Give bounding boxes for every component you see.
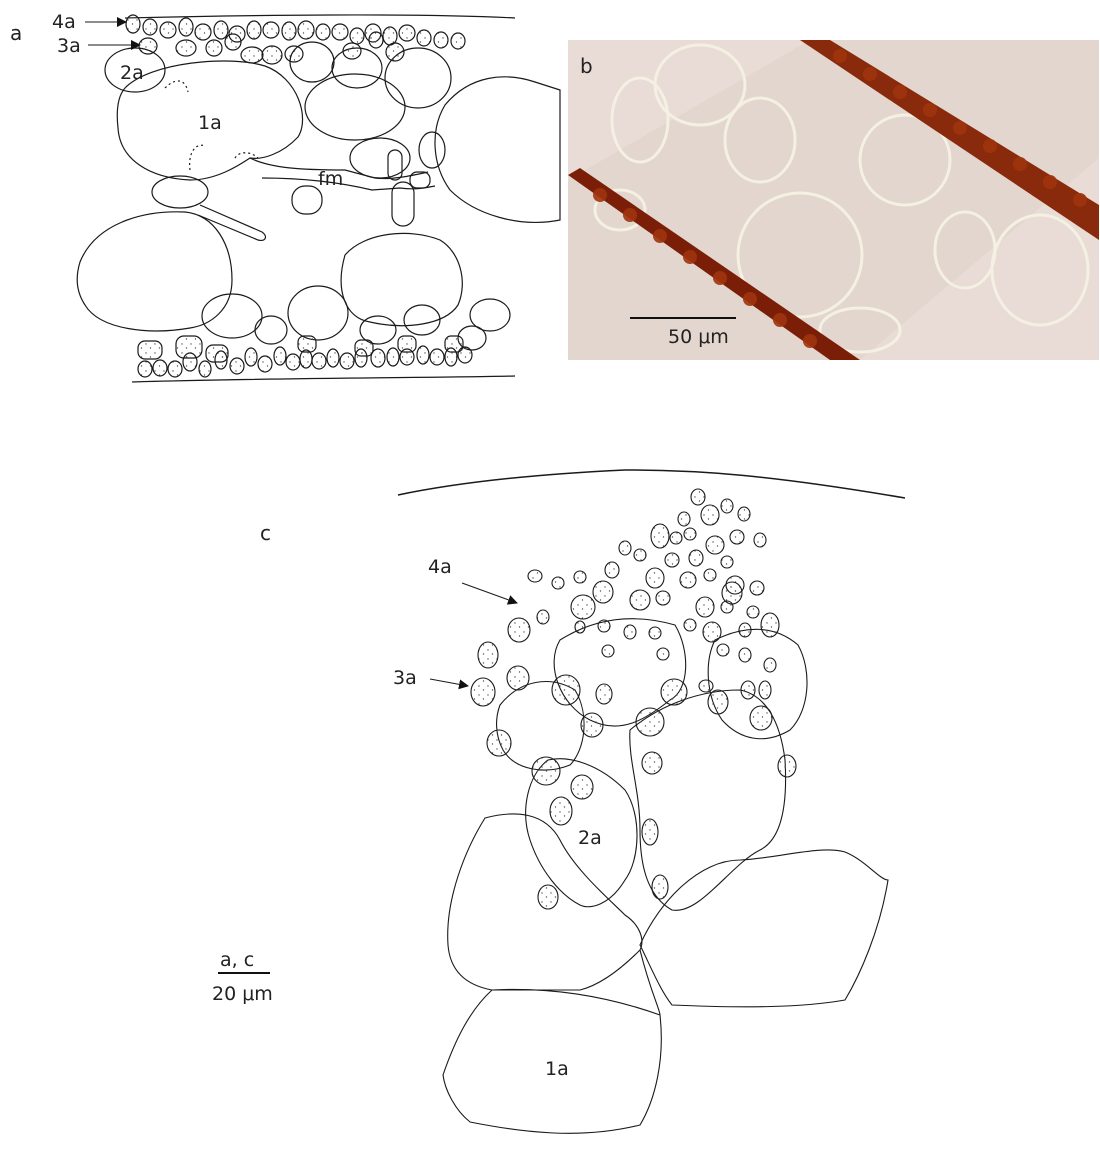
upper-boundary-line <box>125 15 515 18</box>
label-1a-a: 1a <box>198 112 222 134</box>
label-fm-a: fm <box>318 168 343 190</box>
panel-b-letter: b <box>580 54 593 78</box>
cell-lower-left-large <box>77 212 232 331</box>
small-cells-cluster-c <box>471 489 796 909</box>
scale-ac-bottom: 20 μm <box>212 983 273 1005</box>
upper-surface-line <box>398 470 905 498</box>
cell-right-1 <box>305 74 405 140</box>
cell-right-large <box>435 77 560 223</box>
arrow-3a-c <box>430 679 468 686</box>
label-2a-c: 2a <box>578 827 602 849</box>
scale-bar-ac: a, c 20 μm <box>212 949 273 1005</box>
scale-label-b: 50 μm <box>668 326 729 348</box>
cell-1a-pit <box>190 145 206 170</box>
label-4a-a: 4a <box>52 11 76 33</box>
panel-b-micrograph: 50 μm b <box>568 40 1099 360</box>
small-cells-bottom-row <box>138 336 472 377</box>
scale-ac-top: a, c <box>220 949 254 971</box>
cell-large-right <box>640 850 888 1007</box>
label-1a-c: 1a <box>545 1058 569 1080</box>
label-3a-c: 3a <box>393 667 417 689</box>
panel-a: a <box>10 11 560 382</box>
panel-c-letter: c <box>260 521 271 545</box>
label-2a-a: 2a <box>120 62 144 84</box>
arrow-4a-c <box>462 583 517 603</box>
label-4a-c: 4a <box>428 556 452 578</box>
small-cells-top-row <box>126 15 465 64</box>
cell-lower-right-large <box>341 233 462 325</box>
cell-upper-mid-3 <box>385 48 451 108</box>
panel-c: c <box>260 470 905 1133</box>
cell-middle-junction <box>640 950 660 1015</box>
lower-boundary-line <box>132 376 515 382</box>
panel-a-letter: a <box>10 21 22 45</box>
label-3a-a: 3a <box>57 35 81 57</box>
